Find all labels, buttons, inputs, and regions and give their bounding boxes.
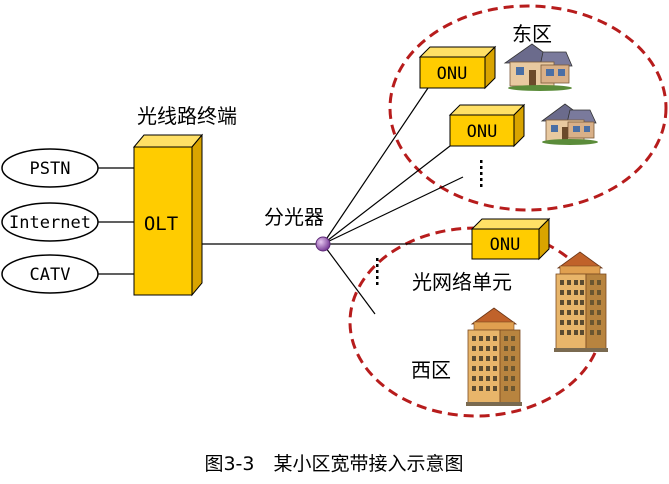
east-more-dots xyxy=(480,160,483,187)
west-zone-label: 西区 xyxy=(411,358,451,382)
onu-label: ONU xyxy=(490,235,521,255)
onu-label: ONU xyxy=(467,122,498,142)
service-pstn: PSTN xyxy=(1,148,99,188)
onu-unit-label: 光网络单元 xyxy=(412,270,512,294)
service-label: PSTN xyxy=(30,159,71,179)
branch-onu-1 xyxy=(322,87,429,245)
service-label: Internet xyxy=(9,213,91,233)
house-icon xyxy=(503,43,573,91)
building-icon xyxy=(554,251,608,352)
figure-caption: 图3-3 某小区宽带接入示意图 xyxy=(204,453,463,475)
splitter-label: 分光器 xyxy=(264,205,324,229)
olt-box: OLT xyxy=(132,133,204,297)
service-catv: CATV xyxy=(1,254,99,294)
branch-east-more xyxy=(322,176,464,245)
east-zone-boundary xyxy=(388,4,668,212)
house-icon xyxy=(540,103,598,145)
service-internet: Internet xyxy=(1,202,99,242)
onu-box-1: ONU xyxy=(418,45,497,90)
east-zone-label: 东区 xyxy=(512,22,552,46)
building-icon xyxy=(466,307,522,406)
onu-box-2: ONU xyxy=(448,103,526,148)
onu-label: ONU xyxy=(437,64,468,84)
onu-box-3: ONU xyxy=(470,217,551,261)
service-label: CATV xyxy=(30,265,71,285)
branch-onu-2 xyxy=(322,145,451,245)
olt-title: 光线路终端 xyxy=(137,104,237,128)
branch-west-more xyxy=(322,243,376,315)
splitter-node xyxy=(315,236,331,252)
olt-label: OLT xyxy=(144,213,178,235)
west-more-dots xyxy=(376,258,379,285)
